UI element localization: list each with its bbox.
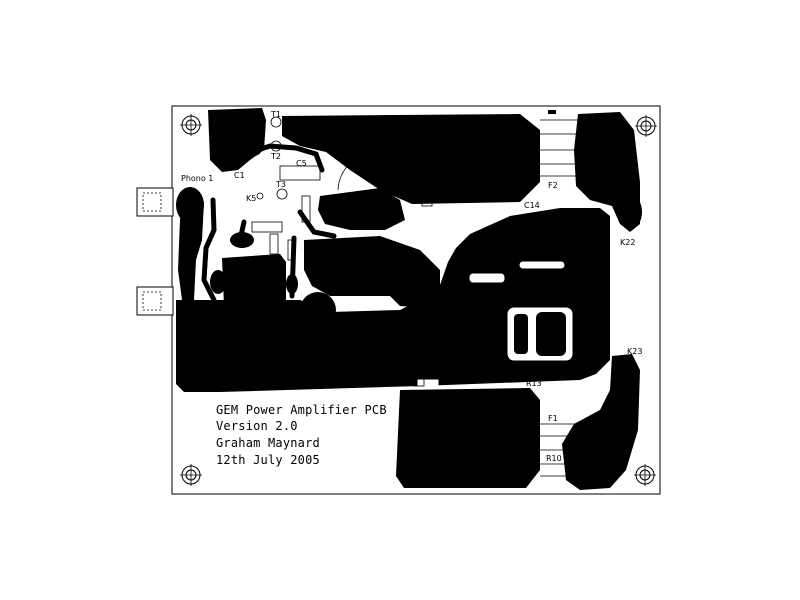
label-r13: R13 [526,379,542,388]
label-k5: K5 [246,194,256,203]
copper-pour-main [176,208,610,392]
mounting-hole-bottom-left [180,464,202,486]
phono-connector-upper [136,187,174,217]
inner-pads [514,312,566,356]
mounting-hole-bottom-right [634,464,656,486]
copper-pour-transistor [318,188,405,230]
label-k22: K22 [620,238,635,247]
label-t1: T1 [270,110,281,119]
label-k23: K23 [627,347,642,356]
copper-pour-bottom [396,388,540,488]
label-t2: T2 [270,152,281,161]
copper-traces [201,143,572,303]
label-phono1: Phono 1 [181,174,213,183]
label-c1: C1 [234,171,245,180]
label-t3: T3 [275,180,286,189]
copper-pour-bottom-right [562,354,640,490]
title-line-2: Version 2.0 [216,419,298,433]
title-line-1: GEM Power Amplifier PCB [216,403,387,417]
copper-pour-top [282,114,540,204]
title-line-3: Graham Maynard [216,436,320,450]
copper-block-left-center [222,254,286,314]
mounting-hole-top-right [635,115,657,137]
fuse-marker-top [548,110,556,114]
label-c5: C5 [296,159,307,168]
label-r10: R10 [546,454,562,463]
phono-connector-lower [136,286,174,316]
copper-pour-center [304,236,440,308]
label-c8: C8 [340,151,351,160]
title-line-4: 12th July 2005 [216,453,320,467]
copper-pour-top-right [574,112,640,232]
c8-outline [337,151,379,191]
resistor-leads-top [540,119,580,177]
label-f2: F2 [548,181,558,190]
component-outlines [251,116,433,387]
copper-pours [176,108,640,490]
label-c14: C14 [524,201,540,210]
label-f1: F1 [548,414,558,423]
left-side-pads [176,187,642,294]
mounting-hole-top-left [180,114,202,136]
resistor-leads-bottom [540,423,578,477]
